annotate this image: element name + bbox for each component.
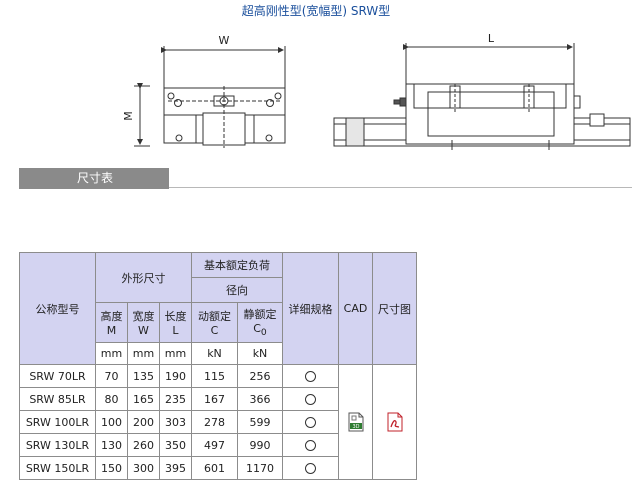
dynamic-load-cell: 115	[191, 364, 238, 388]
static-load-cell: 366	[237, 387, 283, 411]
static-load-cell: 1170	[237, 456, 283, 480]
circle-icon[interactable]	[305, 440, 316, 451]
unit-length: mm	[159, 342, 192, 365]
dynamic-load-cell: 278	[191, 410, 238, 434]
detail-cell	[282, 387, 339, 411]
front-view-drawing	[134, 46, 286, 148]
header-cad: CAD	[338, 252, 373, 365]
drawing-cell	[372, 364, 417, 480]
dynamic-load-cell: 601	[191, 456, 238, 480]
table-row: SRW 130LR 130 260 350 497 990	[19, 433, 417, 457]
model-cell: SRW 85LR	[19, 387, 96, 411]
header-drawing: 尺寸图	[372, 252, 417, 365]
table-row: SRW 85LR 80 165 235 167 366	[19, 387, 417, 411]
length-cell: 303	[159, 410, 192, 434]
cad-3d-file-icon[interactable]: 3D	[347, 412, 365, 432]
static-load-cell: 599	[237, 410, 283, 434]
length-cell: 190	[159, 364, 192, 388]
circle-icon[interactable]	[305, 417, 316, 428]
circle-icon[interactable]	[305, 463, 316, 474]
detail-cell	[282, 410, 339, 434]
dimension-drawings: W M L	[122, 32, 631, 150]
svg-text:3D: 3D	[352, 424, 359, 430]
detail-cell	[282, 433, 339, 457]
header-radial: 径向	[191, 277, 283, 303]
circle-icon[interactable]	[305, 371, 316, 382]
height-cell: 130	[95, 433, 128, 457]
header-model: 公称型号	[19, 252, 96, 365]
unit-width: mm	[127, 342, 160, 365]
header-outer-dimensions: 外形尺寸	[95, 252, 192, 303]
length-cell: 395	[159, 456, 192, 480]
unit-height: mm	[95, 342, 128, 365]
table-row: SRW 70LR 70 135 190 115 256 3D	[19, 364, 417, 480]
model-cell: SRW 100LR	[19, 410, 96, 434]
height-cell: 100	[95, 410, 128, 434]
table-row: SRW 150LR 150 300 395 601 1170	[19, 456, 417, 480]
width-cell: 300	[127, 456, 160, 480]
static-load-cell: 256	[237, 364, 283, 388]
circle-icon[interactable]	[305, 394, 316, 405]
model-cell: SRW 130LR	[19, 433, 96, 457]
pdf-file-icon[interactable]	[386, 412, 404, 432]
section-title-bar: 尺寸表	[19, 168, 169, 189]
width-cell: 200	[127, 410, 160, 434]
height-cell: 80	[95, 387, 128, 411]
width-cell: 260	[127, 433, 160, 457]
model-cell: SRW 150LR	[19, 456, 96, 480]
length-cell: 350	[159, 433, 192, 457]
dynamic-load-cell: 167	[191, 387, 238, 411]
width-cell: 165	[127, 387, 160, 411]
width-cell: 135	[127, 364, 160, 388]
unit-static: kN	[237, 342, 283, 365]
length-cell: 235	[159, 387, 192, 411]
detail-cell	[282, 456, 339, 480]
unit-dynamic: kN	[191, 342, 238, 365]
length-dimension-label: L	[488, 32, 495, 45]
width-dimension-label: W	[219, 34, 230, 47]
section-divider	[169, 187, 632, 188]
detail-cell	[282, 364, 339, 388]
height-cell: 70	[95, 364, 128, 388]
table-row: SRW 100LR 100 200 303 278 599	[19, 410, 417, 434]
header-basic-load: 基本额定负荷	[191, 252, 283, 278]
cad-cell: 3D	[338, 364, 373, 480]
side-view-drawing	[333, 43, 631, 150]
height-dimension-label: M	[122, 111, 135, 121]
header-detail-spec: 详细规格	[282, 252, 339, 365]
dynamic-load-cell: 497	[191, 433, 238, 457]
page-title: 超高刚性型(宽幅型) SRW型	[241, 4, 391, 18]
static-load-cell: 990	[237, 433, 283, 457]
height-cell: 150	[95, 456, 128, 480]
model-cell: SRW 70LR	[19, 364, 96, 388]
